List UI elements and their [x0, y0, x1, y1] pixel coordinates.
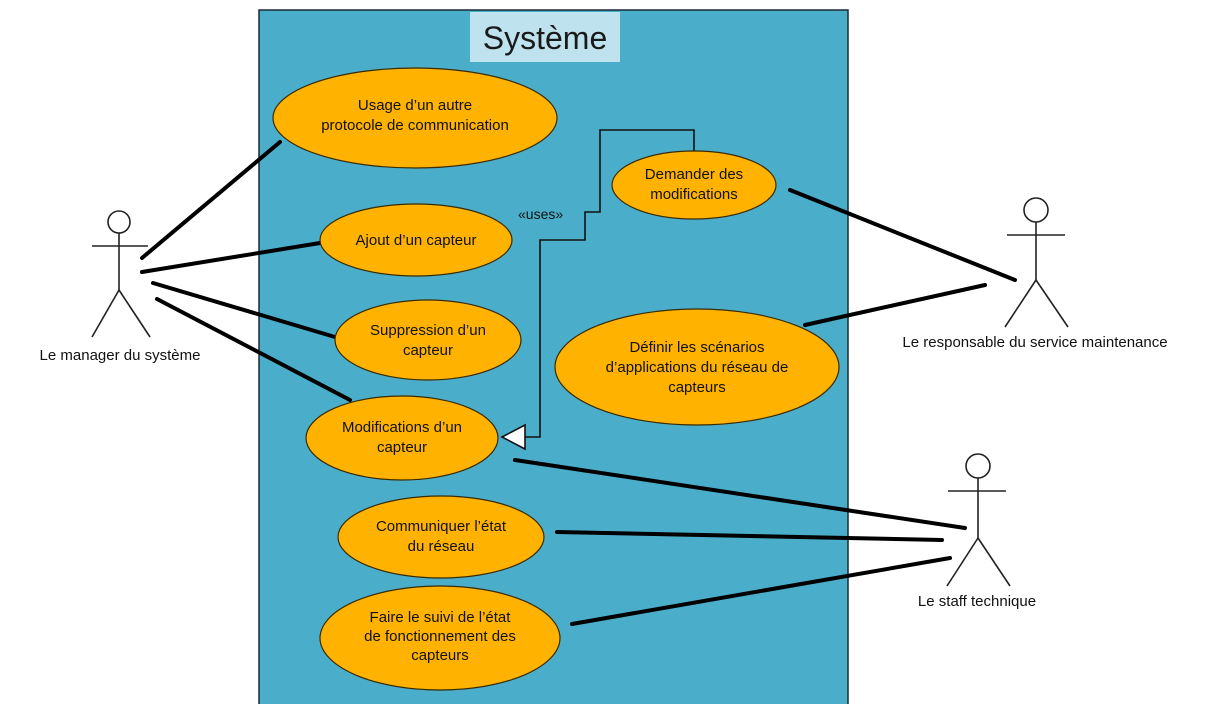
usecase-modifications-line2: capteur — [377, 439, 427, 456]
usecase-demander-line2: modifications — [650, 186, 738, 203]
assoc-manager-ajout — [140, 241, 322, 274]
usecase-protocole-line1: Usage d’un autre — [358, 97, 472, 114]
usecase-demander-line1: Demander des — [645, 166, 743, 183]
assoc-manager-protocole — [140, 140, 282, 260]
usecase-definir: Définir les scénarios d’applications du r… — [554, 308, 840, 426]
assoc-staff-modifications — [513, 458, 967, 530]
usecase-communiquer-line2: du réseau — [408, 538, 475, 555]
usecase-suivi-line3: capteurs — [411, 647, 469, 664]
usecase-suppression-line1: Suppression d’un — [370, 322, 486, 339]
usecase-definir-line1: Définir les scénarios — [629, 339, 764, 356]
usecase-protocole-line2: protocole de communication — [321, 117, 509, 134]
actor-maintenance-head — [1023, 197, 1049, 223]
usecase-protocole: Usage d’un autre protocole de communicati… — [272, 67, 558, 169]
uses-arrowhead — [500, 423, 526, 451]
usecase-suivi-line2: de fonctionnement des — [364, 628, 516, 645]
usecase-modifications-line1: Modifications d’un — [342, 419, 462, 436]
actor-manager-head — [107, 210, 131, 234]
usecase-suivi-line1: Faire le suivi de l’état — [370, 609, 512, 626]
actor-manager: Le manager du système — [40, 210, 201, 364]
actor-maintenance: Le responsable du service maintenance — [902, 197, 1168, 351]
usecase-ajout-line1: Ajout d’un capteur — [356, 232, 477, 249]
actor-maintenance-label: Le responsable du service maintenance — [902, 334, 1167, 351]
usecase-suppression: Suppression d’un capteur — [334, 299, 522, 381]
assoc-staff-communiquer — [555, 530, 944, 542]
usecase-demander: Demander des modifications — [611, 150, 777, 220]
assoc-manager-modifications — [155, 297, 352, 402]
actor-staff-head — [965, 453, 991, 479]
assoc-staff-suivi — [570, 556, 952, 626]
usecase-definir-line2: d’applications du réseau de — [606, 359, 789, 376]
actor-manager-label: Le manager du système — [40, 347, 201, 364]
actor-staff-label: Le staff technique — [918, 593, 1036, 610]
assoc-manager-suppression — [151, 281, 337, 339]
system-title-background — [470, 12, 620, 62]
usecase-suivi: Faire le suivi de l’état de fonctionnemen… — [319, 585, 561, 691]
usecase-communiquer-line1: Communiquer l’état — [376, 518, 507, 535]
assoc-maintenance-demander — [788, 188, 1017, 282]
actor-staff: Le staff technique — [918, 453, 1036, 610]
usecase-suppression-line2: capteur — [403, 342, 453, 359]
usecase-definir-line3: capteurs — [668, 379, 726, 396]
system-title: Système — [483, 20, 607, 56]
uses-connector — [525, 129, 695, 438]
usecase-ajout: Ajout d’un capteur — [319, 203, 513, 277]
usecase-modifications: Modifications d’un capteur — [305, 395, 499, 481]
uses-label: «uses» — [518, 206, 563, 222]
usecase-communiquer: Communiquer l’état du réseau — [337, 495, 545, 579]
assoc-maintenance-definir — [803, 283, 987, 327]
